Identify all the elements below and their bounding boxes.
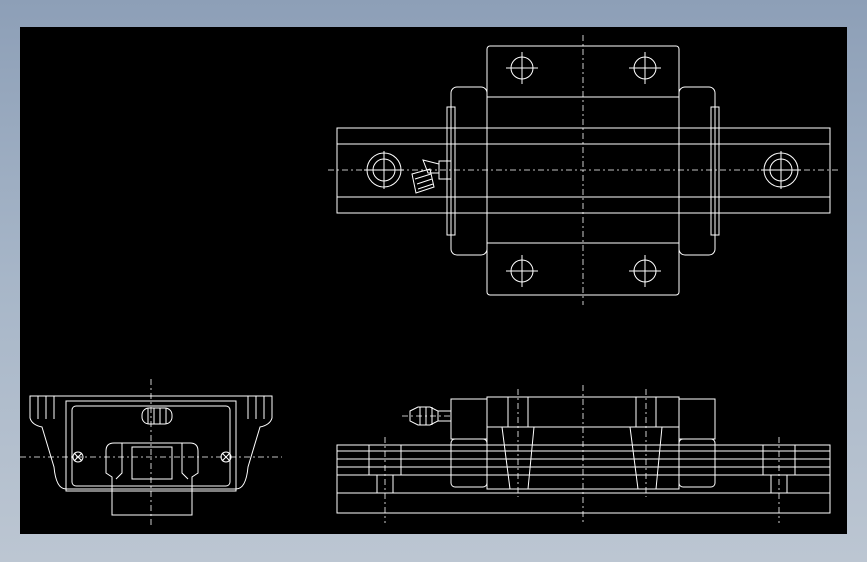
top-view-rail	[336, 127, 831, 214]
side-view-rail	[336, 444, 831, 514]
cad-drawing-canvas[interactable]	[20, 27, 847, 534]
end-view	[20, 379, 282, 525]
side-view-carriage	[486, 396, 680, 490]
end-seal-right	[678, 86, 716, 256]
end-view-rail-profile	[105, 442, 199, 516]
top-view	[328, 35, 840, 305]
side-view-rail-holes	[368, 444, 796, 494]
mounting-holes	[506, 52, 661, 287]
grease-nipple-icon	[411, 159, 452, 194]
end-seal-left	[450, 86, 488, 256]
side-view	[336, 385, 831, 523]
end-grease-nipple-icon	[141, 407, 173, 425]
linear-guide-drawing	[20, 35, 840, 525]
